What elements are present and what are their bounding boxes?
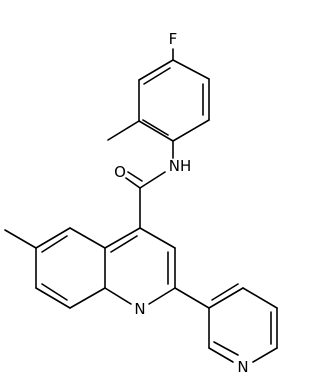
bond <box>127 171 143 182</box>
bond <box>107 120 140 141</box>
bond <box>142 119 169 136</box>
bond <box>104 287 132 305</box>
molecule-diagram: F NH O N N <box>4 30 278 376</box>
bond <box>69 287 106 309</box>
bond <box>211 283 239 301</box>
bond <box>4 229 37 249</box>
structure-canvas: F NH O N N <box>4 30 278 376</box>
bond <box>172 119 210 142</box>
bond <box>69 227 106 249</box>
bond <box>208 287 244 309</box>
amide-nh-label: NH <box>169 157 192 175</box>
bond <box>110 235 138 253</box>
bond <box>41 235 68 253</box>
bond <box>139 171 166 189</box>
bond <box>41 283 68 301</box>
bond <box>138 120 174 142</box>
pyridine-nitrogen-label: N <box>237 358 248 376</box>
bond <box>138 59 174 81</box>
quinoline-nitrogen-label: N <box>134 300 145 318</box>
atom-labels: F NH O N N <box>114 30 249 376</box>
bond <box>104 227 141 249</box>
bond <box>208 347 234 363</box>
bond <box>174 287 210 309</box>
bond <box>143 67 171 85</box>
bond <box>148 287 176 305</box>
bond <box>242 287 278 309</box>
bond <box>125 177 141 189</box>
bonds <box>4 48 278 363</box>
bond <box>35 287 71 309</box>
fluorine-atom-label: F <box>169 30 178 48</box>
bond <box>139 227 176 249</box>
bond <box>172 59 210 80</box>
bond <box>213 341 239 356</box>
bond <box>252 347 278 363</box>
bond <box>35 227 71 249</box>
carbonyl-oxygen-label: O <box>114 163 126 181</box>
